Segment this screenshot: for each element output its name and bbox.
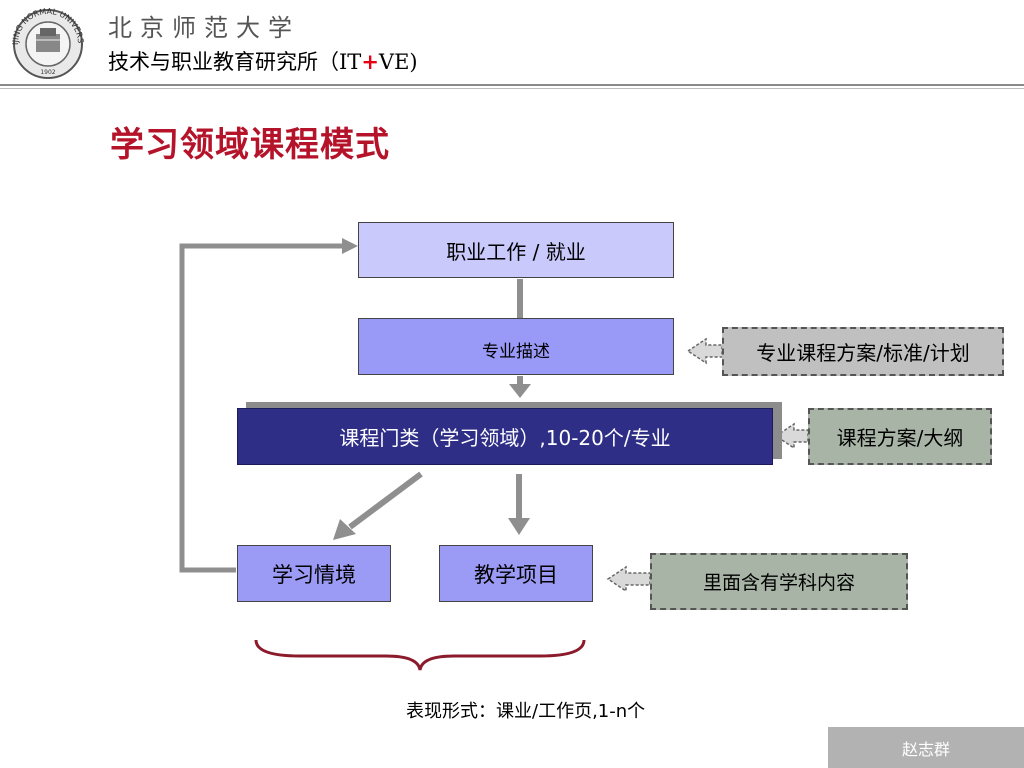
box-profession-description: 专业描述 (358, 318, 674, 375)
note-curriculum-plan: 专业课程方案/标准/计划 (722, 327, 1004, 376)
university-logo: BEIJING NORMAL UNIVERSITY 1902 (3, 0, 90, 80)
header-divider-thin (0, 88, 1024, 89)
note-plan-arrow (686, 337, 723, 365)
footer-author-bar: 赵志群 (828, 727, 1024, 768)
logo-year: 1902 (40, 69, 55, 76)
desc-course-arrowhead (509, 384, 531, 398)
box-job-employment: 职业工作 / 就业 (358, 222, 674, 278)
box-course-categories: 课程门类（学习领域）,10-20个/专业 (237, 408, 773, 465)
institute-name: 技术与职业教育研究所（IT+VE) (108, 46, 418, 76)
university-name: 北京师范大学 (108, 14, 300, 42)
curly-brace (254, 639, 586, 671)
box-learning-situation: 学习情境 (237, 545, 391, 602)
institute-prefix: 技术与职业教育研究所（IT (108, 50, 362, 74)
institute-plus: + (361, 49, 379, 74)
feedback-arrowhead (342, 238, 358, 254)
note-subject-content: 里面含有学科内容 (650, 553, 908, 610)
note-subject-arrow (606, 565, 651, 593)
feedback-loop-line (179, 243, 345, 573)
form-caption: 表现形式：课业/工作页,1-n个 (406, 701, 646, 722)
header-divider (0, 84, 1024, 86)
course-project-arrowhead (508, 518, 530, 535)
course-learning-arrow-line (348, 471, 423, 530)
note-course-outline: 课程方案/大纲 (808, 408, 992, 465)
box-teaching-project: 教学项目 (439, 545, 593, 602)
course-learning-arrowhead (333, 519, 356, 540)
slide-title: 学习领域课程模式 (110, 125, 390, 165)
author-name: 赵志群 (901, 739, 950, 759)
institute-suffix: VE) (378, 50, 418, 74)
